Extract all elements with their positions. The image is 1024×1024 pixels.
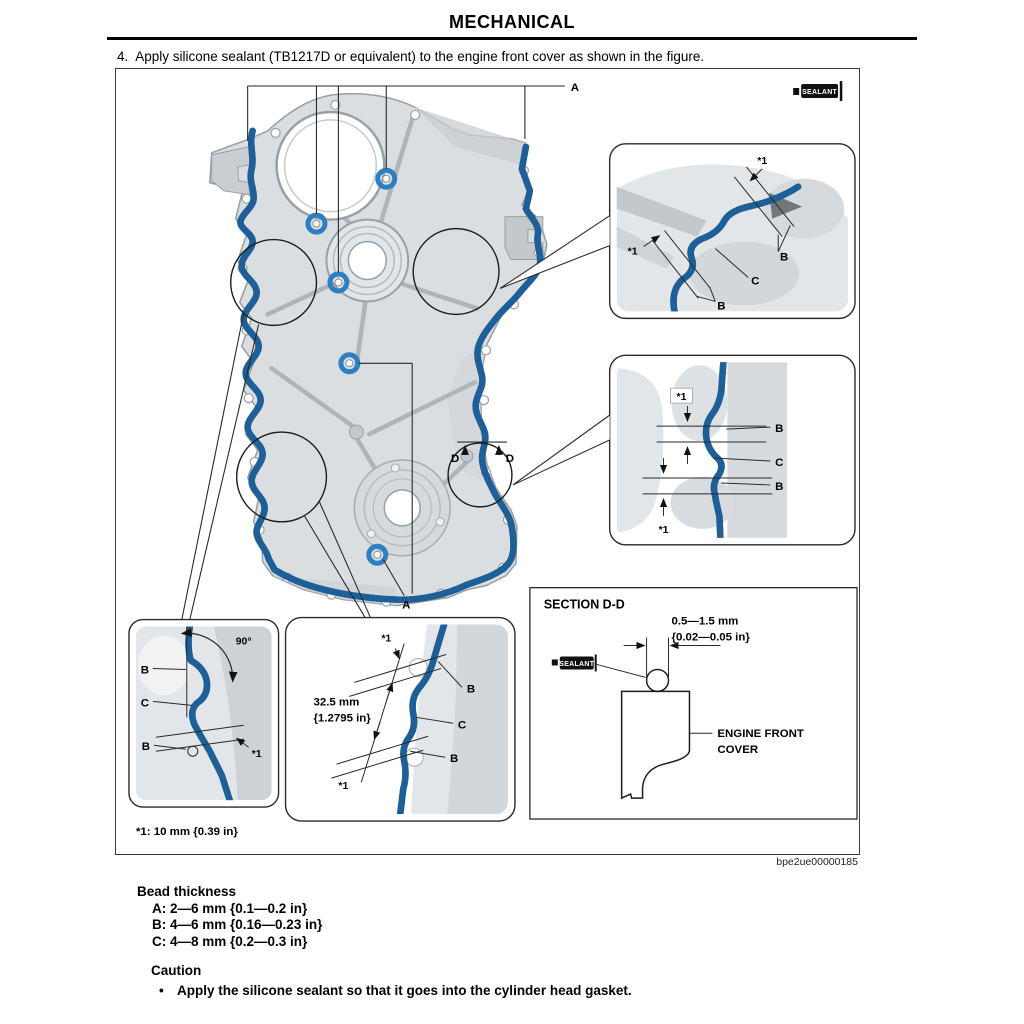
caution-text: Apply the silicone sealant so that it go… [177,983,632,998]
sealant-badge-main-text: SEALANT [802,89,837,96]
title-rule [107,37,917,40]
inset4-label-b-top: B [467,683,475,695]
section-cut-dd: D D [451,441,514,465]
camshaft-bore [275,110,386,221]
inset3-label-b-top: B [141,664,149,676]
bead-thickness-section: Bead thickness A: 2—6 mm {0.1—0.2 in} B:… [137,884,322,950]
caution-heading: Caution [151,963,202,978]
inset2-label-c: C [775,457,783,469]
step-text: Apply silicone sealant (TB1217D or equiv… [135,49,705,64]
inset-detail-bottom-left: 90° B C B *1 [128,618,280,808]
callout-a-top: A [247,82,579,273]
figure-footnote: *1: 10 mm {0.39 in} [136,826,238,838]
sealant-badge-section: SEALANT [551,654,597,672]
section-bead-circle [645,668,670,693]
sealant-badge-section-text: SEALANT [559,661,594,668]
leader-bottomleft-to-inset4 [304,501,372,620]
inset4-label-star1-bottom: *1 [338,781,348,792]
detail-circle-top-right [412,227,500,316]
step-number: 4. [117,49,129,64]
inset1-label-b-bottom: B [717,300,725,312]
sealant-badge-main: SEALANT [793,81,843,101]
inset2-label-star1-bottom: *1 [659,525,669,536]
engine-front-cover-drawing [208,92,548,607]
inset3-label-star1: *1 [252,749,262,760]
figure-canvas: A A D D SEALANT [128,81,858,838]
inset1-label-b-top: B [780,252,788,264]
bead-thickness-item-b: B: 4—6 mm {0.16—0.23 in} [152,917,323,932]
section-dd-title: SECTION D-D [544,598,625,612]
inset4-dim-mm: 32.5 mm [313,696,359,708]
section-cover-label-line2: COVER [717,744,758,756]
caution-section: Caution • Apply the silicone sealant so … [151,962,632,999]
label-a-bottom: A [402,600,410,612]
inset3-label-90deg: 90° [236,637,252,648]
bead-thickness-item-c: C: 4—8 mm {0.2—0.3 in} [152,933,308,949]
bead-thickness-heading: Bead thickness [137,884,237,899]
step-instruction: 4. Apply silicone sealant (TB1217D or equ… [117,49,704,64]
inset-detail-bottom-middle: *1 *1 32.5 mm {1.2795 in} B C B [284,616,516,822]
inset2-label-b-top: B [775,423,783,435]
detail-circle-bottom-left [235,431,328,523]
section-dd-box: SECTION D-D 0.5—1.5 mm {0.02—0.05 in} SE… [529,587,858,820]
bead-thickness-item-a: A: 2—6 mm {0.1—0.2 in} [152,900,308,916]
inset-detail-top-right: *1 *1 B C B [499,143,856,320]
caution-bullet: • [159,983,164,998]
sealant-ring-holes [305,167,398,566]
section-cover-profile [620,690,691,800]
crankshaft-bore [353,459,451,557]
inset4-label-star1-top: *1 [381,634,391,645]
section-dim-mm: 0.5—1.5 mm [672,616,739,628]
detail-circle-bottom-right [447,442,513,508]
inset2-label-b-bottom: B [775,481,783,493]
cover-shade-top [414,106,525,165]
page-title: MECHANICAL [449,12,575,32]
inset3-label-b-bottom: B [142,741,150,753]
inset1-label-star1-top: *1 [757,156,767,167]
inset-detail-middle-right: *1 *1 B C B [512,354,856,546]
inset4-dim-in: {1.2795 in} [313,712,371,724]
leader-topleft-to-inset3 [181,313,260,620]
section-cover-label-line1: ENGINE FRONT [717,728,804,740]
detail-circle-top-left [229,238,318,327]
inset1-label-star1-left: *1 [628,247,638,258]
inset3-label-c: C [141,697,149,709]
inset4-label-b-bottom: B [450,753,458,765]
inset4-label-c: C [458,719,466,731]
figure-box: A A D D SEALANT [115,68,860,855]
sealant-bead-path [240,127,540,600]
label-a-top: A [571,82,579,94]
inset1-label-c: C [751,275,759,287]
callout-a-bottom: A [358,362,413,612]
section-dim-in: {0.02—0.05 in} [672,632,751,644]
label-d-right: D [506,453,514,465]
label-d-left: D [451,453,459,465]
figure-id: bpe2ue00000185 [776,856,858,868]
inset2-label-star1-top: *1 [677,392,687,403]
